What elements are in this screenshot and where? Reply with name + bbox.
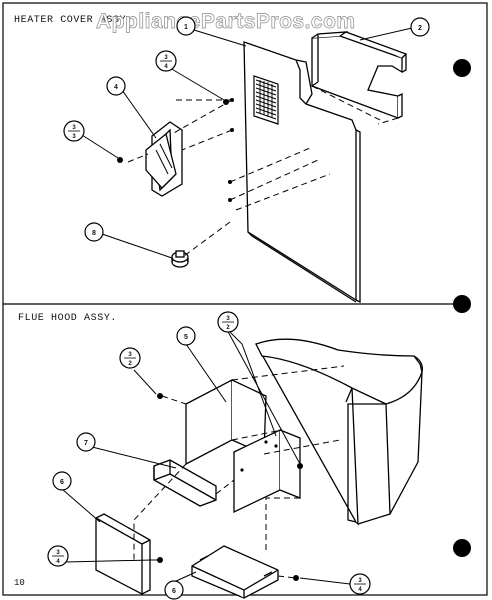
panel-holes — [228, 98, 234, 202]
heater-callout-leaders — [81, 27, 413, 259]
heater-cover-assy-title: HEATER COVER ASSY. — [14, 15, 133, 26]
callout-2: 2 — [410, 17, 430, 37]
part-8-knob — [171, 250, 189, 268]
callout-6-tray: 6 — [164, 580, 184, 600]
svg-text:4: 4 — [164, 64, 168, 70]
callout-7: 7 — [76, 432, 96, 452]
fraction-callout-flue-left: 3 2 — [119, 347, 141, 369]
flue-dashed-leaders — [133, 365, 345, 579]
svg-text:8: 8 — [92, 230, 96, 237]
callout-1: 1 — [176, 16, 196, 36]
divider-dot — [453, 295, 471, 313]
svg-text:6: 6 — [60, 479, 64, 486]
part-7-strip — [153, 459, 217, 507]
svg-text:4: 4 — [358, 587, 362, 593]
callout-6-side: 6 — [52, 471, 72, 491]
heater-dashed-leaders — [127, 85, 399, 257]
bracket-holes — [240, 440, 278, 472]
heater-screws — [117, 99, 229, 163]
part-2-bracket — [311, 31, 408, 119]
svg-text:3: 3 — [226, 316, 230, 322]
svg-text:3: 3 — [72, 134, 76, 140]
page-number: 10 — [14, 578, 25, 588]
svg-text:2: 2 — [226, 325, 230, 331]
svg-text:4: 4 — [56, 559, 60, 565]
part-6-side-panel — [95, 513, 151, 595]
callout-8: 8 — [84, 222, 104, 242]
svg-text:3: 3 — [72, 125, 76, 131]
watermark-text: AppliancePartsPros.com — [96, 10, 356, 34]
svg-text:3: 3 — [128, 352, 132, 358]
part-6-bottom-tray — [191, 545, 279, 599]
svg-text:2: 2 — [128, 361, 132, 367]
fraction-callout-flue-bottom: 3 4 — [349, 573, 371, 595]
svg-text:3: 3 — [358, 578, 362, 584]
svg-text:4: 4 — [114, 84, 118, 91]
svg-text:1: 1 — [184, 24, 188, 31]
part-4-vent-hood — [145, 121, 183, 197]
flue-callout-leaders — [61, 327, 351, 585]
flue-screws — [157, 393, 303, 581]
binder-hole-top — [453, 59, 471, 77]
svg-text:3: 3 — [164, 55, 168, 61]
svg-text:3: 3 — [56, 550, 60, 556]
fraction-callout-flue-lowleft: 3 4 — [47, 545, 69, 567]
vent-grille — [253, 75, 279, 125]
svg-text:2: 2 — [418, 25, 422, 32]
binder-hole-bottom — [453, 539, 471, 557]
fraction-callout-flue-top: 3 2 — [217, 311, 239, 333]
svg-text:6: 6 — [172, 588, 176, 595]
callout-4: 4 — [106, 76, 126, 96]
flue-hood-assy-title: FLUE HOOD ASSY. — [18, 313, 118, 324]
fraction-callout-heater-top: 3 4 — [155, 50, 177, 72]
flue-hood-body — [255, 338, 423, 526]
svg-text:7: 7 — [84, 440, 88, 447]
svg-text:5: 5 — [184, 334, 188, 341]
callout-5: 5 — [176, 326, 196, 346]
fraction-callout-heater-left: 3 3 — [63, 120, 85, 142]
